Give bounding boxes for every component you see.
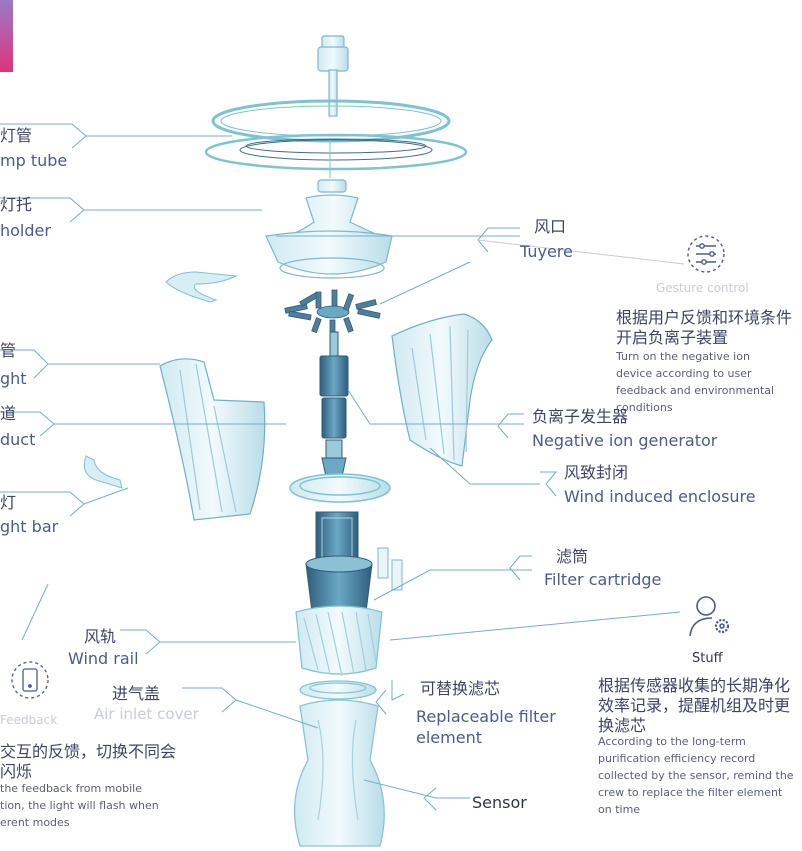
feedback-title: Feedback xyxy=(0,713,58,727)
wind-rail-label-cn: 风轨 xyxy=(84,627,117,646)
control-text-en: Turn on the negative ion device accordin… xyxy=(616,350,775,414)
enclosure-shell xyxy=(391,313,493,467)
light-guide-shell xyxy=(159,358,266,521)
filter-label-cn: 滤筒 xyxy=(556,547,589,566)
duct-label-en: duct xyxy=(0,430,36,449)
ion-generator xyxy=(319,331,349,487)
lamp-tube-ring xyxy=(204,99,468,178)
lightbar-label-cn: 灯 xyxy=(0,493,17,512)
repl-label-en-2: element xyxy=(416,728,482,747)
stuff-text-cn: 根据传感器收集的长期净化效率记录，提醒机组及时更换滤芯 xyxy=(598,676,791,735)
enclosure-disk xyxy=(289,473,391,503)
leader-lines xyxy=(0,123,685,811)
control-title: Gesture control xyxy=(656,281,749,295)
lamp-tube-label-en: mp tube xyxy=(0,151,68,170)
air-inlet-label-en: Air inlet cover xyxy=(94,705,199,723)
repl-label-cn: 可替换滤芯 xyxy=(420,679,501,698)
stuff-title: Stuff xyxy=(692,651,723,666)
lamp-holder xyxy=(265,179,393,279)
tuyere-label-cn: 风口 xyxy=(534,217,567,236)
air-inlet-label-cn: 进气盖 xyxy=(112,684,161,703)
feedback-text-en: the feedback from mobile tion, the light… xyxy=(0,782,159,829)
filter-core xyxy=(305,511,373,618)
base-body xyxy=(293,699,385,847)
user-gear-icon xyxy=(689,596,730,637)
tuyere-label-en: Tuyere xyxy=(520,242,573,261)
filter-label-en: Filter cartridge xyxy=(544,570,662,589)
filter-clip xyxy=(377,547,403,591)
feedback-text-cn: 交互的反馈，切换不同会闪烁 xyxy=(0,742,177,781)
wind-rail-label-en: Wind rail xyxy=(68,649,139,668)
control-text-cn: 根据用户反馈和环境条件开启负离子装置 xyxy=(616,308,793,347)
sensor-label-en: Sensor xyxy=(472,793,527,812)
stuff-text-en: According to the long-term purification … xyxy=(598,735,794,816)
holder-label-cn: 灯托 xyxy=(0,195,33,214)
duct-label-cn: 道 xyxy=(0,404,17,423)
light-label-en: ght xyxy=(0,369,27,388)
light-bar-hook xyxy=(83,455,123,489)
holder-label-en: holder xyxy=(0,221,51,240)
lightbar-label-en: ght bar xyxy=(0,517,59,536)
phone-icon xyxy=(11,661,49,699)
accent-corner xyxy=(0,0,13,72)
neg-ion-label-en: Negative ion generator xyxy=(532,431,718,450)
air-inlet-cover xyxy=(299,680,377,700)
wind-enc-label-en: Wind induced enclosure xyxy=(564,487,756,506)
neg-ion-label-cn: 负离子发生器 xyxy=(532,407,629,426)
wind-rail xyxy=(295,605,383,677)
top-cap xyxy=(317,35,349,117)
sliders-icon xyxy=(687,235,725,273)
light-bar-arc xyxy=(165,271,238,303)
tuyere-fan xyxy=(284,289,381,335)
wind-enc-label-cn: 风致封闭 xyxy=(564,463,629,482)
repl-label-en-1: Replaceable filter xyxy=(416,707,556,726)
light-label-cn: 管 xyxy=(0,341,17,360)
lamp-tube-label-cn: 灯管 xyxy=(0,126,33,145)
